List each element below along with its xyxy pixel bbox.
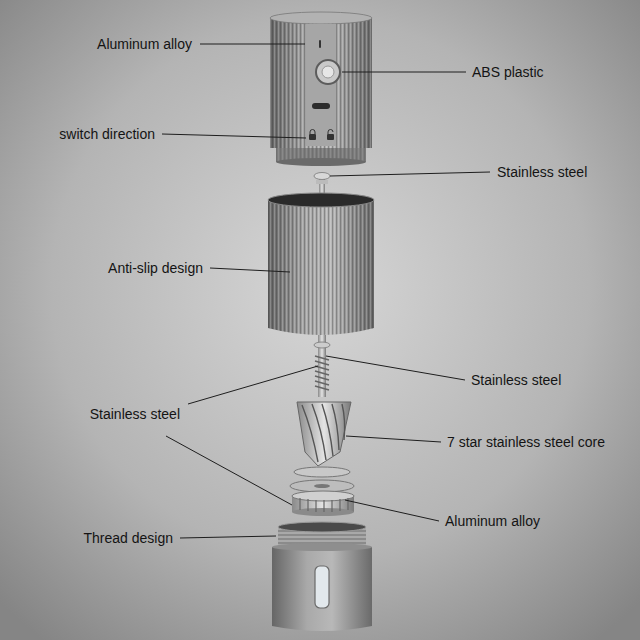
part-label: Thread design (83, 530, 173, 547)
grinder-body-part (268, 200, 374, 335)
powder-cup-part (315, 566, 329, 608)
top-cap-part (270, 18, 372, 148)
powder-cup (272, 522, 372, 631)
grinder-body-part (268, 200, 374, 335)
outer-burr (292, 491, 354, 516)
top-cap-part (270, 18, 372, 148)
burr-core-part (297, 402, 351, 466)
part-label: Anti-slip design (108, 260, 203, 277)
top-cap-part (276, 158, 366, 166)
part-label: 7 star stainless steel core (447, 434, 605, 451)
leader-lines-part (210, 268, 290, 272)
grinder-body (268, 193, 374, 335)
threaded-shaft-part (314, 342, 330, 348)
leader-lines-part (200, 44, 305, 45)
part-label: switch direction (59, 126, 155, 143)
top-screw-part (314, 173, 330, 180)
leader-lines-part (162, 134, 306, 138)
part-label: ABS plastic (472, 64, 544, 81)
washers-part (290, 480, 354, 492)
top-cap-part (310, 130, 315, 135)
top-cap-part (309, 134, 316, 140)
top-cap-part (270, 12, 372, 24)
top-cap-part (316, 60, 340, 84)
powder-cup-part (272, 543, 372, 551)
leader-lines-part (342, 72, 466, 73)
leader-lines (162, 44, 490, 538)
powder-cup-part (278, 522, 366, 532)
top-cap-part (312, 103, 330, 109)
part-label: Aluminum alloy (445, 513, 540, 530)
leader-lines-part (330, 172, 490, 176)
part-label: Stainless steel (471, 372, 561, 389)
leader-lines-part (166, 436, 292, 505)
leader-lines-part (188, 366, 318, 404)
leader-lines-part (346, 436, 441, 442)
top-screw-part (316, 180, 328, 184)
burr-core-part (302, 404, 345, 462)
part-label: Stainless steel (90, 406, 180, 423)
outer-burr-part (292, 508, 354, 516)
top-cap-part (306, 24, 336, 146)
part-label: Stainless steel (497, 164, 587, 181)
leader-lines-part (345, 500, 439, 521)
powder-cup-part (278, 531, 366, 543)
outer-burr-part (292, 491, 354, 501)
outer-burr-part (300, 498, 348, 512)
top-cap-part (322, 66, 334, 78)
burr-core (297, 402, 351, 466)
top-cap-part (319, 40, 321, 48)
washers-part (314, 484, 330, 488)
threaded-shaft-part (315, 356, 329, 390)
washers (290, 467, 354, 492)
part-label: Aluminum alloy (97, 36, 192, 53)
top-cap (270, 12, 372, 166)
grinder-body-part (268, 193, 374, 207)
leader-lines-part (180, 536, 276, 538)
powder-cup-part (272, 547, 372, 631)
leader-lines-part (326, 356, 465, 380)
washers-part (294, 467, 350, 477)
top-cap-part (327, 134, 334, 140)
top-cap-part (328, 130, 333, 135)
